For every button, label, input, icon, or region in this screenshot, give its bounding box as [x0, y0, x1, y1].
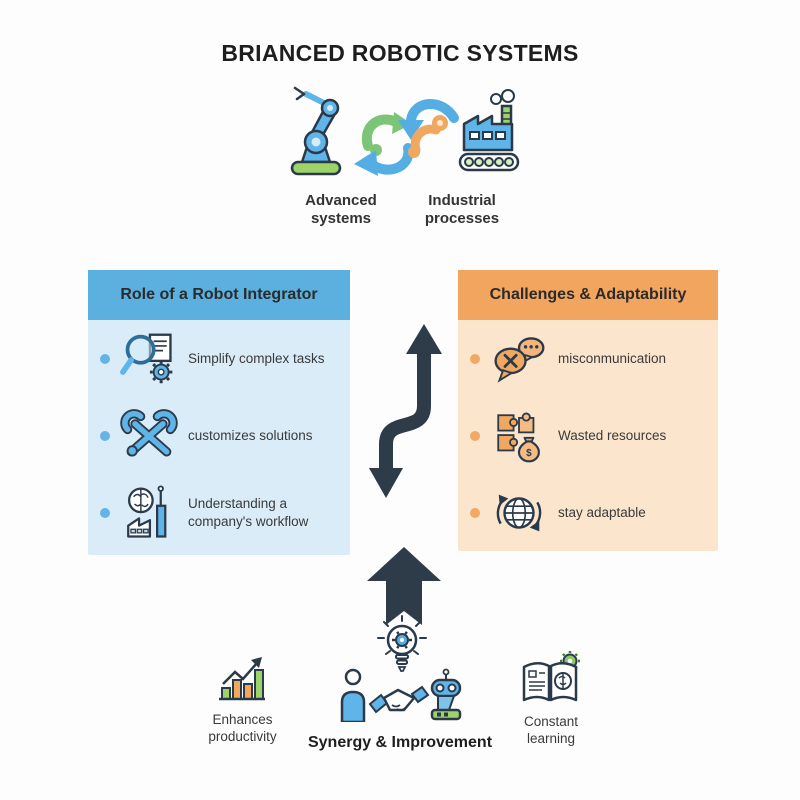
svg-text:$: $ — [526, 447, 532, 458]
list-item: Understanding a company's workflow — [88, 474, 350, 551]
speech-bubbles-icon — [490, 330, 548, 388]
crossed-wrenches-icon — [120, 407, 178, 465]
list-item: customizes solutions — [88, 397, 350, 474]
robot-arm-icon — [280, 86, 352, 178]
label-synergy-improvement: Synergy & Improvement — [307, 734, 493, 751]
left-panel-body: Simplify complex tasks — [88, 320, 350, 551]
label-constant-learning: Constant learning — [523, 714, 579, 746]
globe-arrows-icon — [490, 484, 548, 542]
list-item-label: Understanding a company's workflow — [188, 495, 309, 529]
list-item-label: Wasted resources — [558, 427, 667, 443]
list-item-label: misconmunication — [558, 350, 667, 366]
person-handshake-robot-icon — [340, 668, 464, 722]
brain-factory-icon — [120, 484, 178, 542]
bullet-dot — [100, 507, 110, 518]
lightbulb-gear-icon — [374, 614, 430, 678]
right-panel-title: Challenges & Adaptability — [458, 270, 718, 320]
s-curve-double-arrow-icon — [356, 320, 456, 500]
panel-role-of-robot-integrator: Role of a Robot Integrator — [88, 270, 350, 555]
factory-icon — [452, 88, 524, 176]
label-advanced-systems: Advanced systems — [305, 192, 377, 227]
bullet-dot — [470, 507, 480, 518]
cycle-arrows-icon — [350, 92, 462, 178]
right-panel-body: misconmunication $ — [458, 320, 718, 551]
book-brain-gear-icon — [518, 650, 582, 710]
left-panel-title: Role of a Robot Integrator — [88, 270, 350, 320]
list-item: $ Wasted resources — [458, 397, 718, 474]
list-item-label: Simplify complex tasks — [188, 350, 325, 366]
bar-chart-growth-icon — [213, 652, 271, 704]
list-item: misconmunication — [458, 320, 718, 397]
label-industrial-processes: Industrial processes — [424, 192, 500, 227]
bullet-dot — [470, 353, 480, 364]
list-item-label: customizes solutions — [188, 427, 313, 443]
label-enhances-productivity: Enhances productivity — [208, 712, 277, 744]
bullet-dot — [100, 353, 110, 364]
page-title: BRIANCED ROBOTIC SYSTEMS — [221, 40, 579, 66]
list-item-label: stay adaptable — [558, 504, 646, 520]
bullet-dot — [100, 430, 110, 441]
magnifier-gear-icon — [120, 330, 178, 388]
list-item: Simplify complex tasks — [88, 320, 350, 397]
bullet-dot — [470, 430, 480, 441]
panel-challenges-adaptability: Challenges & Adaptability misconmunicati… — [458, 270, 718, 551]
up-arrow-icon — [367, 547, 441, 625]
list-item: stay adaptable — [458, 474, 718, 551]
puzzle-money-icon: $ — [490, 407, 548, 465]
